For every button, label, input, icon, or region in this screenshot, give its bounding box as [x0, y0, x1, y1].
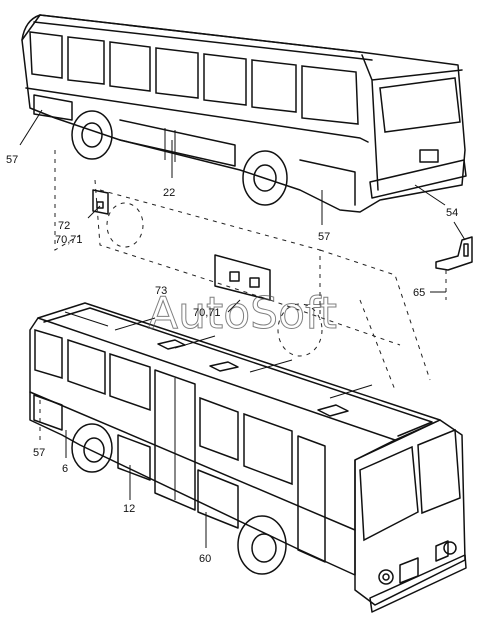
- callout-73: 73: [155, 285, 167, 297]
- top-bus-body: [21, 14, 466, 213]
- panel-72: [92, 189, 109, 215]
- top-bus: [19, 14, 467, 225]
- bracket-54: [430, 221, 473, 300]
- bottom-bus-grille: [399, 557, 419, 584]
- panel-73: [214, 254, 271, 301]
- callout-12: 12: [123, 503, 135, 515]
- ghost-bus-outline: [54, 150, 431, 391]
- bottom-bus-front-wheel: [237, 515, 287, 575]
- callout-57-top-right: 57: [318, 231, 330, 243]
- bottom-bus-rear-wheel: [71, 423, 113, 473]
- top-bus-bumper: [369, 159, 467, 199]
- callout-6: 6: [62, 463, 68, 475]
- bottom-bus-windshield: [359, 445, 419, 542]
- bottom-bus-headlights: [378, 541, 457, 585]
- callout-72: 72: [58, 220, 70, 232]
- top-bus-rear-wheel: [242, 150, 288, 206]
- bottom-bus: [29, 302, 467, 613]
- top-bus-rear: [361, 54, 463, 191]
- callout-70-71-left: 70,71: [55, 234, 83, 246]
- top-bus-rear-window: [379, 77, 461, 133]
- bottom-bus-bumper: [369, 554, 467, 613]
- callout-57-bottom: 57: [33, 447, 45, 459]
- bottom-bus-door-front: [297, 435, 326, 563]
- callout-57-top-left: 57: [6, 154, 18, 166]
- callout-60: 60: [199, 553, 211, 565]
- callout-65: 65: [413, 287, 425, 299]
- callout-22: 22: [163, 187, 175, 199]
- top-bus-plate: [419, 149, 439, 163]
- top-bus-front-wheel: [71, 110, 113, 160]
- callout-54: 54: [446, 207, 458, 219]
- bottom-bus-door-center: [154, 369, 196, 511]
- callout-70-71-right: 70,71: [193, 307, 221, 319]
- watermark: AutoSoft: [148, 288, 337, 339]
